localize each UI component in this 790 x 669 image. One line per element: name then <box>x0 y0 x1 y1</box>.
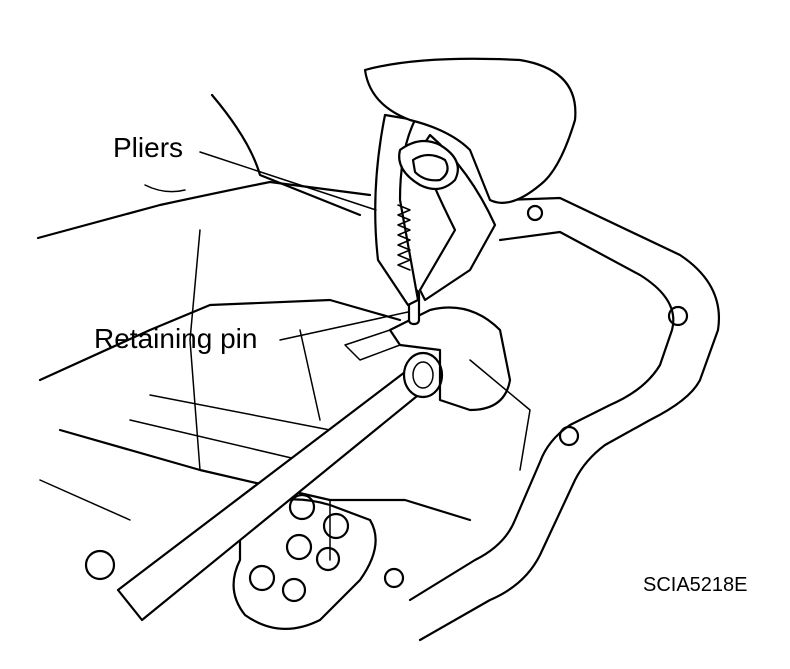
pliers-label: Pliers <box>113 132 184 163</box>
pan-wall-left <box>38 298 402 382</box>
pan-rib-7 <box>189 229 201 471</box>
oil-pan <box>38 196 720 642</box>
valve-body-outline <box>232 498 377 630</box>
port-2 <box>322 512 350 540</box>
pan-rib-2 <box>129 419 301 461</box>
port-3 <box>285 533 313 561</box>
pan-flange-inner <box>408 230 675 602</box>
bolt-hole-2 <box>667 305 689 327</box>
pan-rib-5 <box>39 479 131 521</box>
pin-leader-line <box>279 311 409 341</box>
valve-body-ports <box>232 493 405 630</box>
pliers-jaw-left <box>374 113 420 307</box>
bracket-outline <box>388 306 512 412</box>
bolt-hole-4 <box>84 549 116 581</box>
port-6 <box>281 577 307 603</box>
pliers-leader-line <box>199 151 377 211</box>
rod-end <box>402 351 444 399</box>
pliers-serrations <box>397 204 411 271</box>
sleeve-fold <box>144 184 186 193</box>
rod-bracket <box>344 306 512 412</box>
port-1 <box>288 493 316 521</box>
bracket-side <box>344 329 401 361</box>
pan-rib-3 <box>299 329 321 421</box>
retaining-pin-label: Retaining pin <box>94 323 258 354</box>
arm-lower <box>36 180 372 240</box>
arm-upper <box>210 93 362 217</box>
port-7 <box>383 567 405 589</box>
hand-thumb <box>363 57 577 204</box>
port-5 <box>248 564 276 592</box>
rod-body <box>116 370 424 622</box>
hand <box>36 57 577 240</box>
pan-rib-1 <box>149 394 331 431</box>
parking-rod <box>116 351 444 622</box>
bolt-hole-1 <box>526 204 544 222</box>
port-4 <box>315 546 341 572</box>
hand-fingernail <box>411 153 449 182</box>
figure-code: SCIA5218E <box>643 574 748 596</box>
pan-rib-4 <box>469 359 531 471</box>
bolt-hole-3 <box>558 425 580 447</box>
rod-end-inner <box>412 361 434 389</box>
pan-flange-outer <box>418 196 720 642</box>
hand-fingertip <box>398 139 459 191</box>
